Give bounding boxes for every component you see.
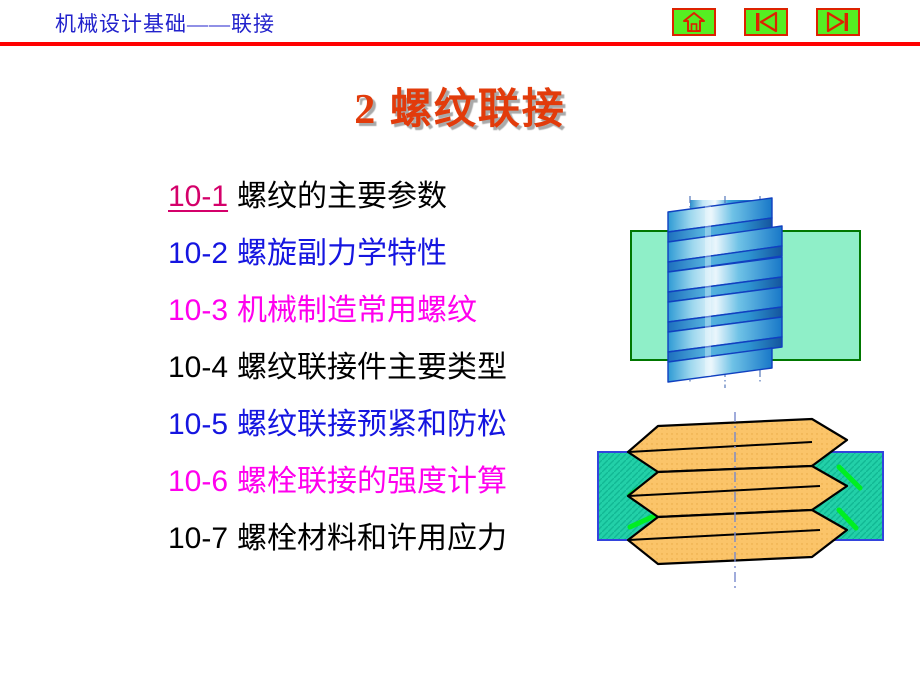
tooth-crest-lines [627,441,821,541]
home-icon [683,12,705,32]
thread-helix [667,197,783,383]
outline-item-number: 10-3 [168,294,229,327]
screw-thread-diagram [600,196,900,396]
outline-item-number: 10-2 [168,237,229,270]
skip-forward-icon [825,11,851,33]
tooth-middle [626,464,849,519]
header-title: 机械设计基础——联接 [55,12,275,36]
tooth-lower [626,508,849,566]
outline-item-label: 螺纹联接预紧和防松 [237,408,508,441]
outline-item-number: 10-6 [168,465,229,498]
outline-item-label: 机械制造常用螺纹 [237,294,478,327]
thread-teeth [626,417,849,566]
previous-button[interactable] [744,8,788,36]
outline-item-label: 螺旋副力学特性 [237,237,448,270]
skip-back-icon [753,11,779,33]
home-button[interactable] [672,8,716,36]
slide-title: 2 螺纹联接 [354,87,566,133]
thread-engagement-section [590,412,900,597]
outline-item-number: 10-4 [168,351,229,384]
header-divider-rule [0,42,920,46]
outline-item-label: 螺栓材料和许用应力 [237,522,508,555]
next-button[interactable] [816,8,860,36]
outline-item-number: 10-7 [168,522,229,555]
header-bar: 机械设计基础——联接 [0,0,920,46]
outline-item-number: 10-5 [168,408,229,441]
outline-item-label: 螺纹的主要参数 [237,180,448,213]
outline-item-number: 10-1 [168,180,229,213]
outline-item-label: 螺纹联接件主要类型 [237,351,508,384]
outline-item-label: 螺栓联接的强度计算 [237,465,508,498]
